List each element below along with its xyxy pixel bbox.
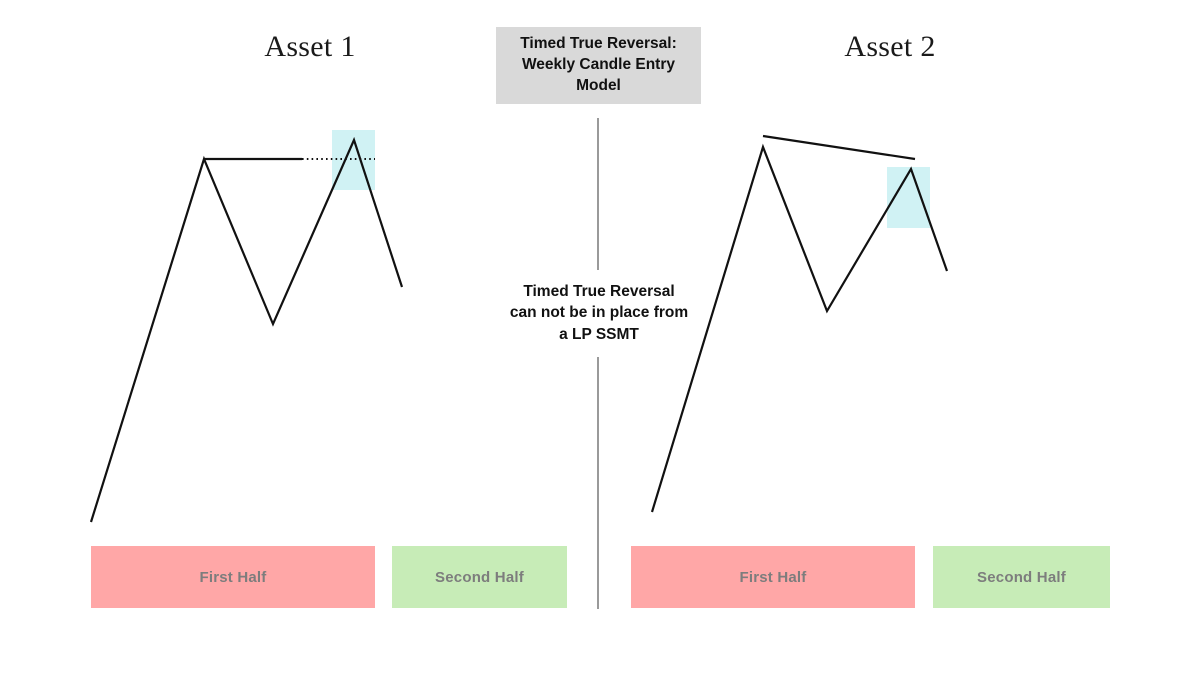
asset-1-first-half-bar: First Half — [91, 546, 375, 608]
asset-2-second-half-bar: Second Half — [933, 546, 1110, 608]
asset-1-title: Asset 1 — [264, 30, 356, 63]
session-label: First Half — [199, 568, 267, 586]
session-label: Second Half — [977, 568, 1066, 586]
center-divider-bottom — [597, 357, 599, 609]
session-label: First Half — [739, 568, 807, 586]
highlight-box-asset-1 — [332, 130, 375, 190]
asset-1-second-half-bar: Second Half — [392, 546, 567, 608]
descending-trendline-asset-2 — [762, 134, 916, 161]
model-header-box: Timed True Reversal: Weekly Candle Entry… — [496, 27, 701, 104]
session-label: Second Half — [435, 568, 524, 586]
center-annotation-text: Timed True Reversal can not be in place … — [509, 283, 689, 343]
price-line-asset-1 — [89, 136, 404, 523]
model-header-text: Timed True Reversal: Weekly Candle Entry… — [520, 35, 677, 94]
highlight-box-asset-2 — [887, 167, 930, 228]
center-divider-top — [597, 118, 599, 270]
asset-2-first-half-bar: First Half — [631, 546, 915, 608]
asset-2-title: Asset 2 — [844, 30, 936, 63]
